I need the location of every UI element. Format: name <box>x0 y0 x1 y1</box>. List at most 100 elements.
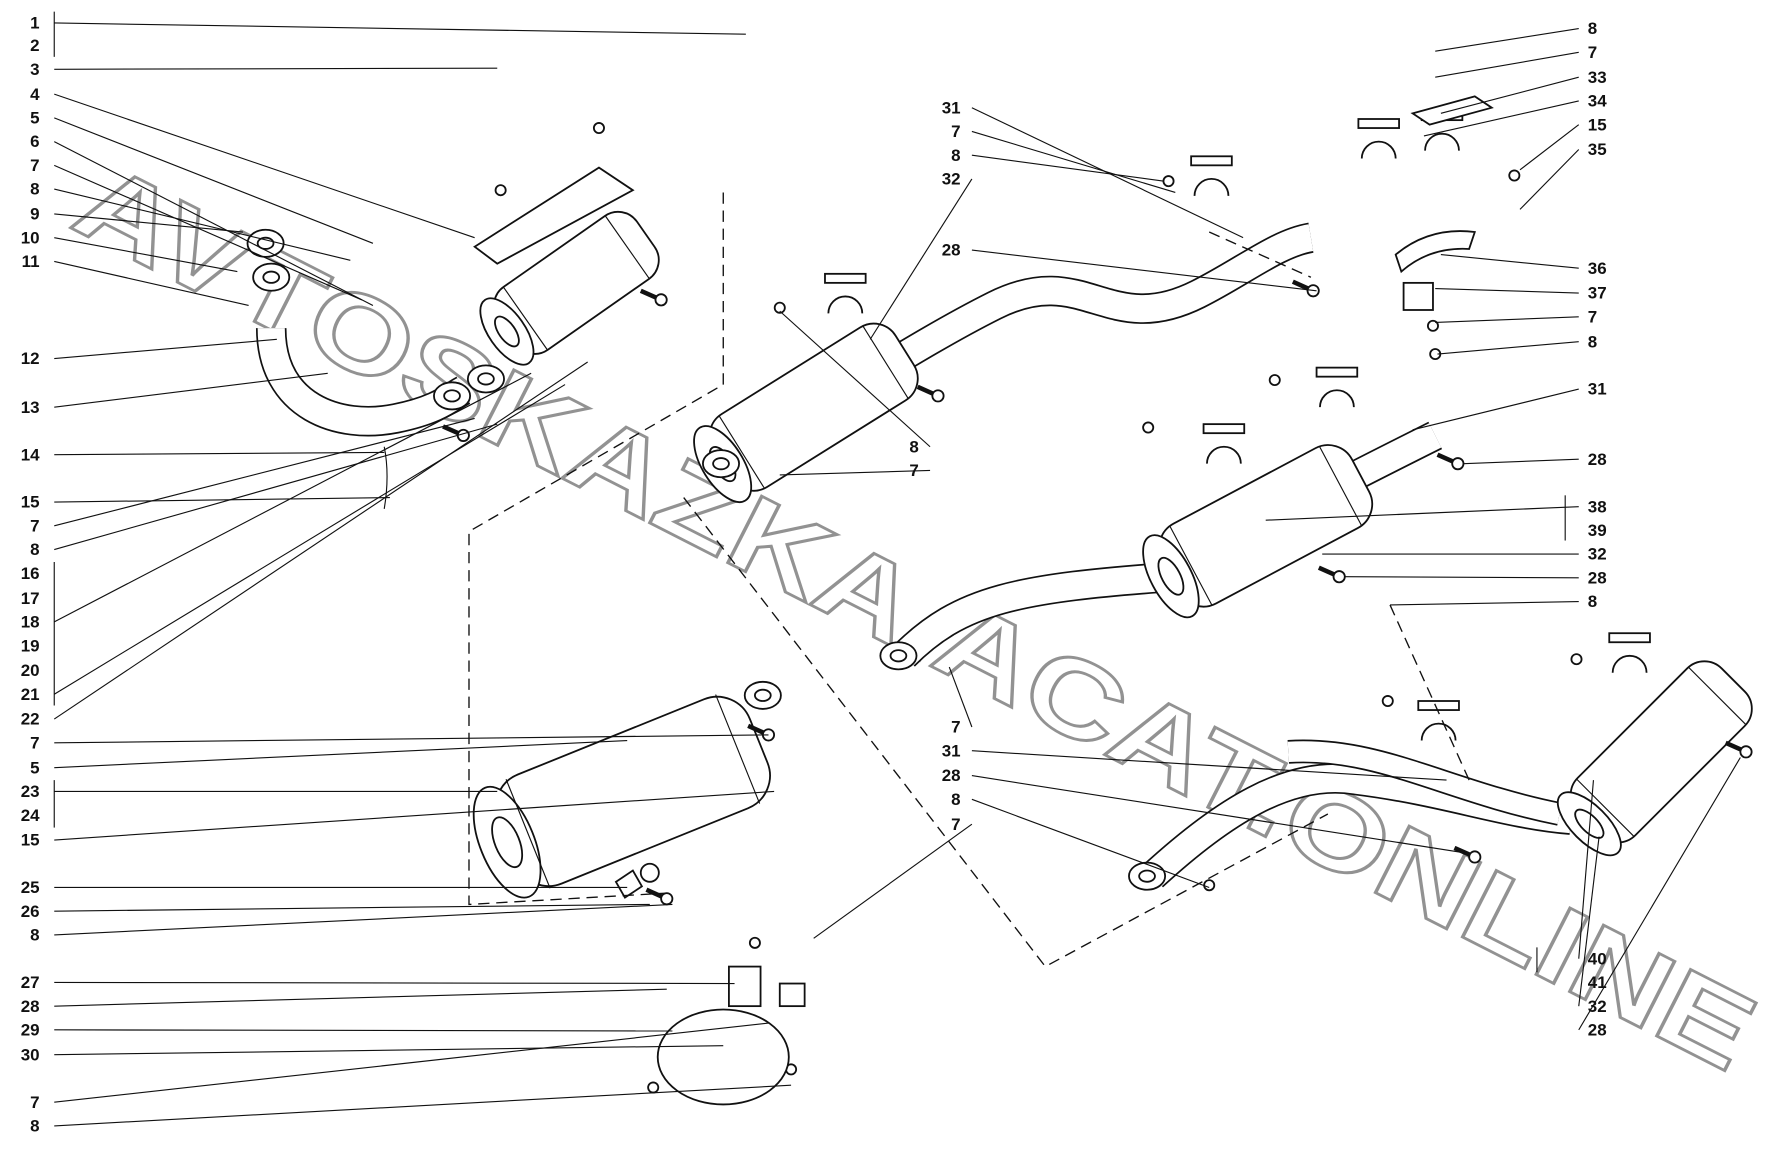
parts <box>246 95 1753 1106</box>
catalytic-converter-band2 <box>604 215 650 280</box>
leader-line <box>971 775 1470 855</box>
nut <box>1570 653 1583 666</box>
leader-line <box>1344 576 1579 579</box>
leader-line <box>54 1029 673 1032</box>
leader-line <box>1578 836 1600 1007</box>
flange-hole <box>1138 869 1156 883</box>
label-left-12: 12 <box>21 349 40 368</box>
label-left-27: 27 <box>21 973 40 992</box>
label-middle-8: 8 <box>951 146 960 165</box>
flange-hole <box>754 688 772 702</box>
label-middle-8: 8 <box>951 790 960 809</box>
leader-line <box>53 141 374 306</box>
flange-hole <box>477 372 495 386</box>
middle-muffler <box>1142 444 1374 619</box>
label-middle-31: 31 <box>942 98 961 117</box>
label-right-15: 15 <box>1588 115 1607 134</box>
rear-pipe-branch-core <box>1287 741 1562 824</box>
label-left-3: 3 <box>30 60 39 79</box>
main-muffler <box>472 694 771 899</box>
nut <box>1268 374 1281 387</box>
rubber-cushion <box>778 982 806 1008</box>
label-right-31: 31 <box>1588 380 1607 399</box>
leader-line <box>54 1084 792 1127</box>
leader-line <box>1423 100 1579 137</box>
clamp <box>1206 445 1242 464</box>
flange-hole <box>712 457 730 471</box>
leader-line <box>1390 600 1579 606</box>
leader-line <box>54 423 498 551</box>
label-left-24: 24 <box>21 806 40 825</box>
label-left-22: 22 <box>21 710 40 729</box>
leader-line <box>948 666 973 728</box>
label-left-6: 6 <box>30 132 39 151</box>
nut <box>1508 169 1521 182</box>
main-muffler-band2 <box>715 694 761 804</box>
leader-line <box>1265 506 1579 521</box>
nut <box>748 936 761 949</box>
label-left-1: 1 <box>30 14 39 33</box>
watermark-text: AVTOSKAZKA.ACAT.ONLINE <box>57 139 1772 1093</box>
leader-line <box>1435 287 1579 294</box>
label-middle-7: 7 <box>951 122 960 141</box>
label-left-5: 5 <box>30 109 39 128</box>
leader-line <box>54 164 362 301</box>
label-left-8: 8 <box>30 540 39 559</box>
leader-lines <box>53 11 1741 1127</box>
catalytic-converter-band <box>502 286 548 351</box>
leader-line <box>1435 28 1579 52</box>
leader-line <box>971 798 1210 889</box>
label-middle-28: 28 <box>942 766 961 785</box>
label-left-7: 7 <box>30 516 39 535</box>
guide-line <box>468 192 724 906</box>
clamp <box>1420 722 1457 741</box>
label-right-7: 7 <box>1588 307 1597 326</box>
leader-line <box>54 117 374 244</box>
bolt-head <box>654 293 668 307</box>
label-left-10: 10 <box>21 228 40 247</box>
leader-line <box>971 154 1165 182</box>
leader-line <box>1435 316 1579 323</box>
middle-muffler-outlet <box>1157 556 1185 596</box>
oxygen-sensor-wire <box>383 446 388 509</box>
label-right-28: 28 <box>1588 568 1607 587</box>
label-left-4: 4 <box>30 85 40 104</box>
clamp-bracket <box>1315 366 1359 378</box>
leader-line <box>813 823 973 939</box>
catalytic-converter <box>479 210 660 366</box>
label-left-7: 7 <box>30 1093 39 1112</box>
label-right-8: 8 <box>1588 332 1597 351</box>
label-middle-7: 7 <box>951 815 960 834</box>
label-right-33: 33 <box>1588 68 1607 87</box>
label-left-8: 8 <box>30 1117 39 1136</box>
leader-line <box>54 790 775 841</box>
label-left-8: 8 <box>30 180 39 199</box>
nut <box>1426 319 1439 332</box>
leader-line <box>54 903 673 936</box>
leader-line <box>54 338 277 360</box>
leader-line <box>1519 149 1580 210</box>
label-left-23: 23 <box>21 782 40 801</box>
label-right-32: 32 <box>1588 997 1607 1016</box>
leader-line <box>54 903 650 912</box>
bracket-37 <box>1402 281 1434 311</box>
label-right-8: 8 <box>1588 19 1597 38</box>
middle-muffler-band <box>1169 525 1213 606</box>
guide-line <box>683 497 1329 968</box>
ring-26 <box>639 862 660 883</box>
leader-line <box>54 497 390 503</box>
leader-line <box>54 372 328 408</box>
front-resonator-band2 <box>862 325 909 399</box>
nut <box>592 122 605 135</box>
leader-line <box>54 237 238 273</box>
label-left-18: 18 <box>21 613 40 632</box>
leader-line <box>54 988 667 1007</box>
main-muffler-band <box>505 779 551 889</box>
leader-line <box>54 188 351 261</box>
label-right-38: 38 <box>1588 497 1607 516</box>
leader-line <box>54 451 385 456</box>
label-right-35: 35 <box>1588 140 1607 159</box>
leader-line <box>1412 388 1579 431</box>
guide-line <box>1389 604 1470 781</box>
